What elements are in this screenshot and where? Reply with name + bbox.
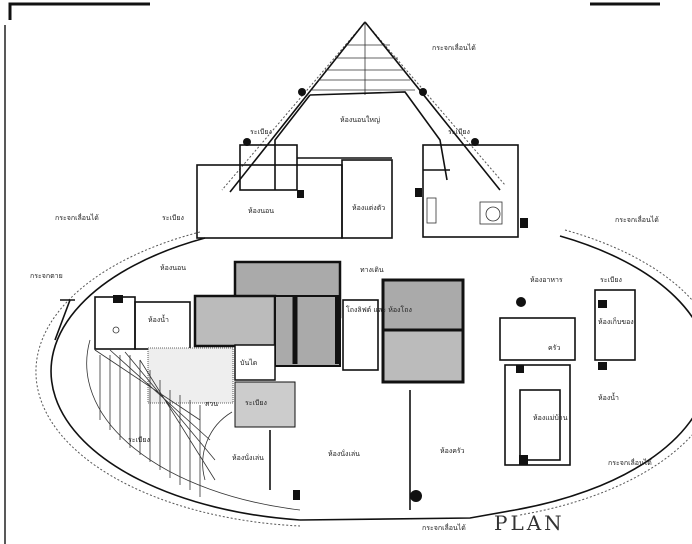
label-stair: บันได <box>240 358 257 367</box>
column <box>243 138 251 146</box>
label-pantry: ห้องเก็บของ <box>598 317 634 326</box>
column <box>471 138 479 146</box>
label-corridor: ทางเดิน <box>360 266 384 274</box>
label-master-bedroom: ห้องนอนใหญ่ <box>340 115 380 124</box>
label-maid: ห้องแม่บ้าน <box>533 414 568 422</box>
label-dressing: ห้องแต่งตัว <box>352 204 385 212</box>
label-lobby: โถงลิฟต์ และ ห้องโถง <box>346 305 412 314</box>
top-rooms <box>196 144 528 239</box>
drawing-title: PLAN <box>494 511 565 535</box>
core <box>193 260 465 428</box>
column <box>298 88 306 96</box>
sheet-border <box>8 2 660 20</box>
label-living: ห้องนั่งเล่น <box>232 453 264 462</box>
label-bedroom-small: ห้องน้ำ <box>148 313 169 324</box>
label-service: ครัว <box>548 344 560 352</box>
label-bedroom-left: ห้องนอน <box>248 207 274 215</box>
label-family: ห้องนั่งเล่น <box>328 449 360 458</box>
label-glass-bottom: กระจกเลื่อนได้ <box>422 523 466 532</box>
label-balcony-left: ระเบียง <box>250 128 272 136</box>
right-rooms <box>269 289 636 510</box>
label-glass-right: กระจกเลื่อนได้ <box>615 215 659 224</box>
left-rooms <box>54 295 234 497</box>
label-balcony-bottom: ระเบียง <box>128 436 150 444</box>
label-balcony-right: ระเบียง <box>448 128 470 136</box>
column <box>419 88 427 96</box>
label-glass-top: กระจกเลื่อนได้ <box>432 43 476 52</box>
label-wc: ห้องน้ำ <box>598 391 619 402</box>
label-balcony-right-low: ระเบียง <box>600 276 622 284</box>
label-glass-left: กระจกเลื่อนได้ <box>55 213 99 222</box>
label-room-left: ห้องนอน <box>160 264 186 272</box>
label-dining: ห้องอาหาร <box>530 276 563 284</box>
ellipse-outline <box>35 229 692 527</box>
label-deck: ระเบียง <box>245 399 267 407</box>
label-balcony-lower-left: ระเบียง <box>162 214 184 222</box>
label-kitchen: ห้องครัว <box>440 447 465 455</box>
label-garden: สวน <box>205 400 218 408</box>
label-glass-bottom-right: กระจกเลื่อนได้ <box>608 458 652 467</box>
label-fixed-glass: กระจกตาย <box>30 272 63 280</box>
top-wing <box>221 21 506 193</box>
